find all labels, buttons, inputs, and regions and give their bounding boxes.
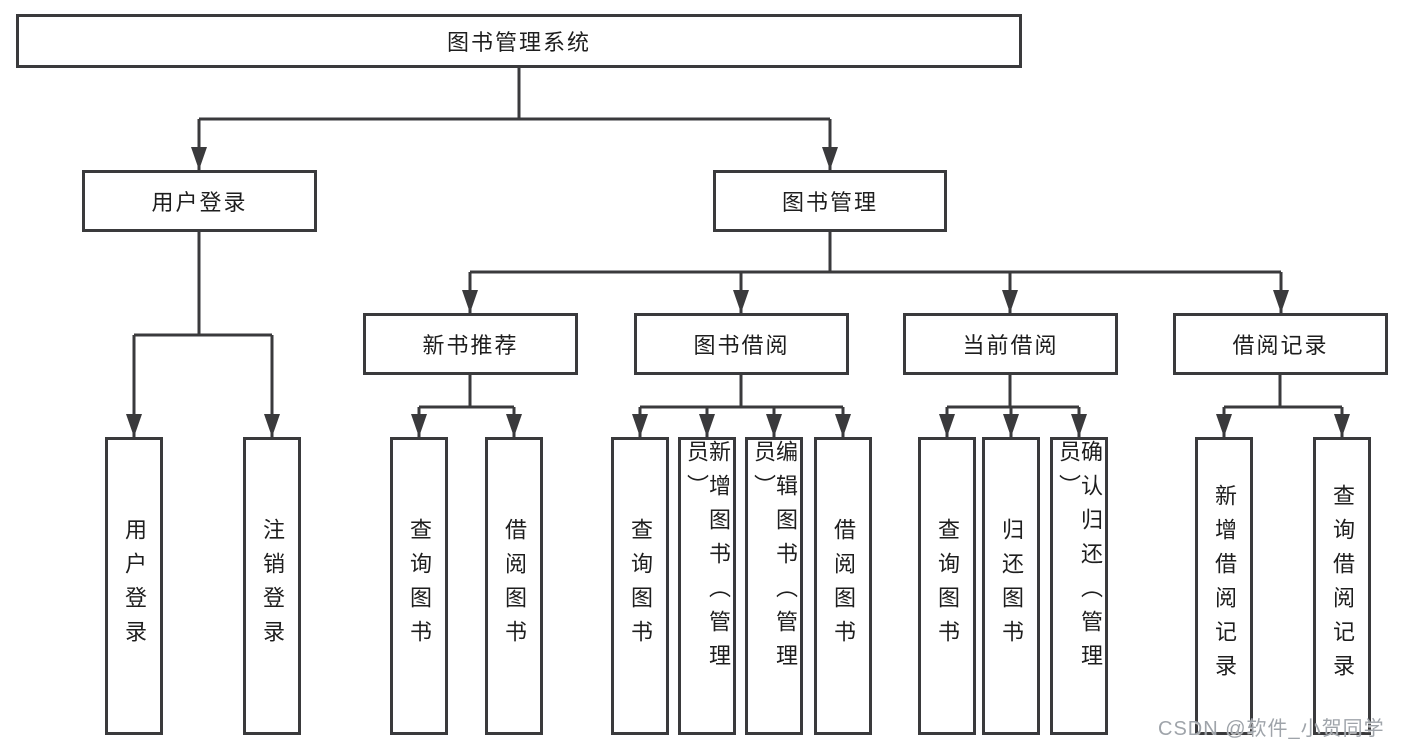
leaf-confirm-return-admin: 确认归还（管理员） (1050, 437, 1108, 735)
node-book-borrowing: 图书借阅 (634, 313, 849, 375)
arrowhead (506, 414, 522, 437)
arrowhead (462, 290, 478, 313)
leaf-borrow-book-2-label: 借阅图书 (831, 518, 856, 654)
node-user-login-label: 用户登录 (151, 190, 248, 215)
arrowhead (1071, 414, 1087, 437)
node-book-borrowing-label: 图书借阅 (693, 333, 790, 358)
leaf-query-book-3: 查询图书 (918, 437, 976, 735)
node-book-management: 图书管理 (713, 170, 947, 232)
node-user-login: 用户登录 (82, 170, 317, 232)
leaf-add-book-admin-label: 新增图书（管理员） (684, 440, 731, 678)
leaf-query-book-2: 查询图书 (611, 437, 669, 735)
arrowhead (264, 414, 280, 437)
leaf-borrow-book-1-label: 借阅图书 (502, 518, 527, 654)
leaf-query-book-2-label: 查询图书 (628, 518, 653, 654)
leaf-confirm-return-admin-label: 确认归还（管理员） (1056, 440, 1103, 678)
arrowhead (699, 414, 715, 437)
leaf-query-borrow-record-label: 查询借阅记录 (1330, 484, 1355, 688)
node-borrowing-records-label: 借阅记录 (1232, 333, 1329, 358)
arrowhead (191, 147, 207, 170)
leaf-borrow-book-1: 借阅图书 (485, 437, 543, 735)
leaf-user-login: 用户登录 (105, 437, 163, 735)
leaf-edit-book-admin: 编辑图书（管理员） (745, 437, 803, 735)
node-new-book-recommend: 新书推荐 (363, 313, 578, 375)
arrowhead (1216, 414, 1232, 437)
node-current-borrowing-label: 当前借阅 (962, 333, 1059, 358)
arrowhead (632, 414, 648, 437)
leaf-logout-label: 注销登录 (260, 518, 285, 654)
arrowhead (939, 414, 955, 437)
leaf-return-book: 归还图书 (982, 437, 1040, 735)
leaf-return-book-label: 归还图书 (999, 518, 1024, 654)
arrowhead (733, 290, 749, 313)
node-book-management-label: 图书管理 (781, 190, 878, 215)
leaf-query-borrow-record: 查询借阅记录 (1313, 437, 1371, 735)
arrowhead (822, 147, 838, 170)
leaf-add-borrow-record: 新增借阅记录 (1195, 437, 1253, 735)
leaf-query-book-1: 查询图书 (390, 437, 448, 735)
arrowhead (126, 414, 142, 437)
node-borrowing-records: 借阅记录 (1173, 313, 1388, 375)
arrowhead (1003, 414, 1019, 437)
arrowhead (411, 414, 427, 437)
watermark-text: CSDN @软件_小贺同学 (1158, 718, 1385, 740)
arrowhead (766, 414, 782, 437)
leaf-borrow-book-2: 借阅图书 (814, 437, 872, 735)
node-root: 图书管理系统 (16, 14, 1022, 68)
leaf-logout: 注销登录 (243, 437, 301, 735)
leaf-add-borrow-record-label: 新增借阅记录 (1212, 484, 1237, 688)
leaf-query-book-3-label: 查询图书 (935, 518, 960, 654)
arrowhead (835, 414, 851, 437)
leaf-add-book-admin: 新增图书（管理员） (678, 437, 736, 735)
node-root-label: 图书管理系统 (446, 30, 591, 55)
leaf-query-book-1-label: 查询图书 (407, 518, 432, 654)
leaf-edit-book-admin-label: 编辑图书（管理员） (751, 440, 798, 678)
node-new-book-recommend-label: 新书推荐 (422, 333, 519, 358)
arrowhead (1002, 290, 1018, 313)
arrowhead (1334, 414, 1350, 437)
node-current-borrowing: 当前借阅 (903, 313, 1118, 375)
arrowhead (1273, 290, 1289, 313)
leaf-user-login-label: 用户登录 (122, 518, 147, 654)
